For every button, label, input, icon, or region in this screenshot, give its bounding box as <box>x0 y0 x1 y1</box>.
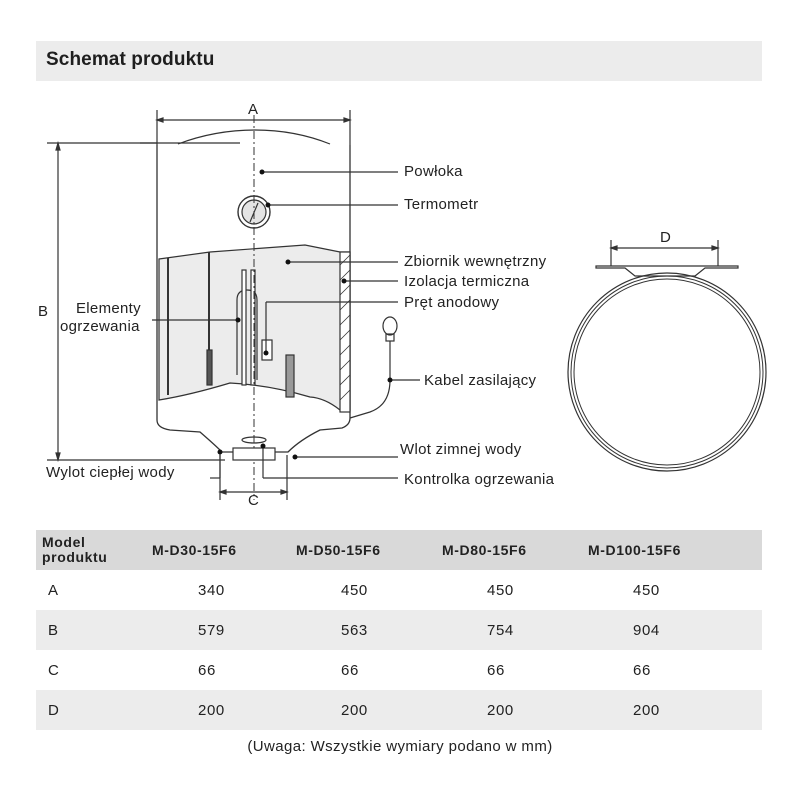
cell: 450 <box>487 581 514 599</box>
cell: 579 <box>152 610 296 650</box>
footnote: (Uwaga: Wszystkie wymiary podano w mm) <box>247 738 553 755</box>
cell: 200 <box>152 690 296 730</box>
label-cold-water-inlet: Wlot zimnej wody <box>400 441 522 458</box>
label-thermometer: Termometr <box>404 196 479 213</box>
table-header-row: Model produktu M-D30-15F6 M-D50-15F6 M-D… <box>36 530 762 570</box>
cell: 66 <box>487 661 505 679</box>
row-dim: A <box>48 581 59 599</box>
cell: 754 <box>442 610 588 650</box>
label-insulation: Izolacja termiczna <box>404 273 530 290</box>
label-hot-water-outlet: Wylot ciepłej wody <box>46 464 175 481</box>
label-heating-indicator: Kontrolka ogrzewania <box>404 471 555 488</box>
section-title: Schemat produktu <box>46 49 215 70</box>
header-model-label: Model produktu <box>36 530 152 570</box>
header-model-3: M-D80-15F6 <box>442 530 588 570</box>
label-coating: Powłoka <box>404 163 463 180</box>
cell: 340 <box>198 581 225 599</box>
product-schematic <box>47 110 767 500</box>
cell: 904 <box>588 610 762 650</box>
cell: 66 <box>341 661 359 679</box>
cell: 200 <box>296 690 442 730</box>
dimension-a-label: A <box>248 101 259 118</box>
dimension-d-label: D <box>660 229 671 246</box>
cell: 200 <box>588 690 762 730</box>
cell: 66 <box>198 661 216 679</box>
dimension-b-label: B <box>38 303 49 320</box>
label-heating-elements-line2: ogrzewania <box>60 318 140 335</box>
table-row: C 66 66 66 66 <box>36 650 762 690</box>
row-dim: B <box>36 610 152 650</box>
dimensions-table: Model produktu M-D30-15F6 M-D50-15F6 M-D… <box>36 530 762 730</box>
header-model-1: M-D30-15F6 <box>152 530 296 570</box>
cell: 66 <box>633 661 651 679</box>
label-power-cable: Kabel zasilający <box>424 372 537 389</box>
table-row: D 200 200 200 200 <box>36 690 762 730</box>
table-row: A 340 450 450 450 <box>36 570 762 610</box>
label-heating-elements-line1: Elementy <box>76 300 141 317</box>
label-inner-tank: Zbiornik wewnętrzny <box>404 253 547 270</box>
header-model-4: M-D100-15F6 <box>588 530 762 570</box>
section-header: Schemat produktu <box>36 41 762 81</box>
header-model-2: M-D50-15F6 <box>296 530 442 570</box>
table-row: B 579 563 754 904 <box>36 610 762 650</box>
row-dim: D <box>36 690 152 730</box>
row-dim: C <box>48 661 60 679</box>
cell: 200 <box>442 690 588 730</box>
cell: 450 <box>633 581 660 599</box>
dimension-c-label: C <box>248 492 259 509</box>
cell: 450 <box>341 581 368 599</box>
label-anode-rod: Pręt anodowy <box>404 294 500 311</box>
cell: 563 <box>296 610 442 650</box>
